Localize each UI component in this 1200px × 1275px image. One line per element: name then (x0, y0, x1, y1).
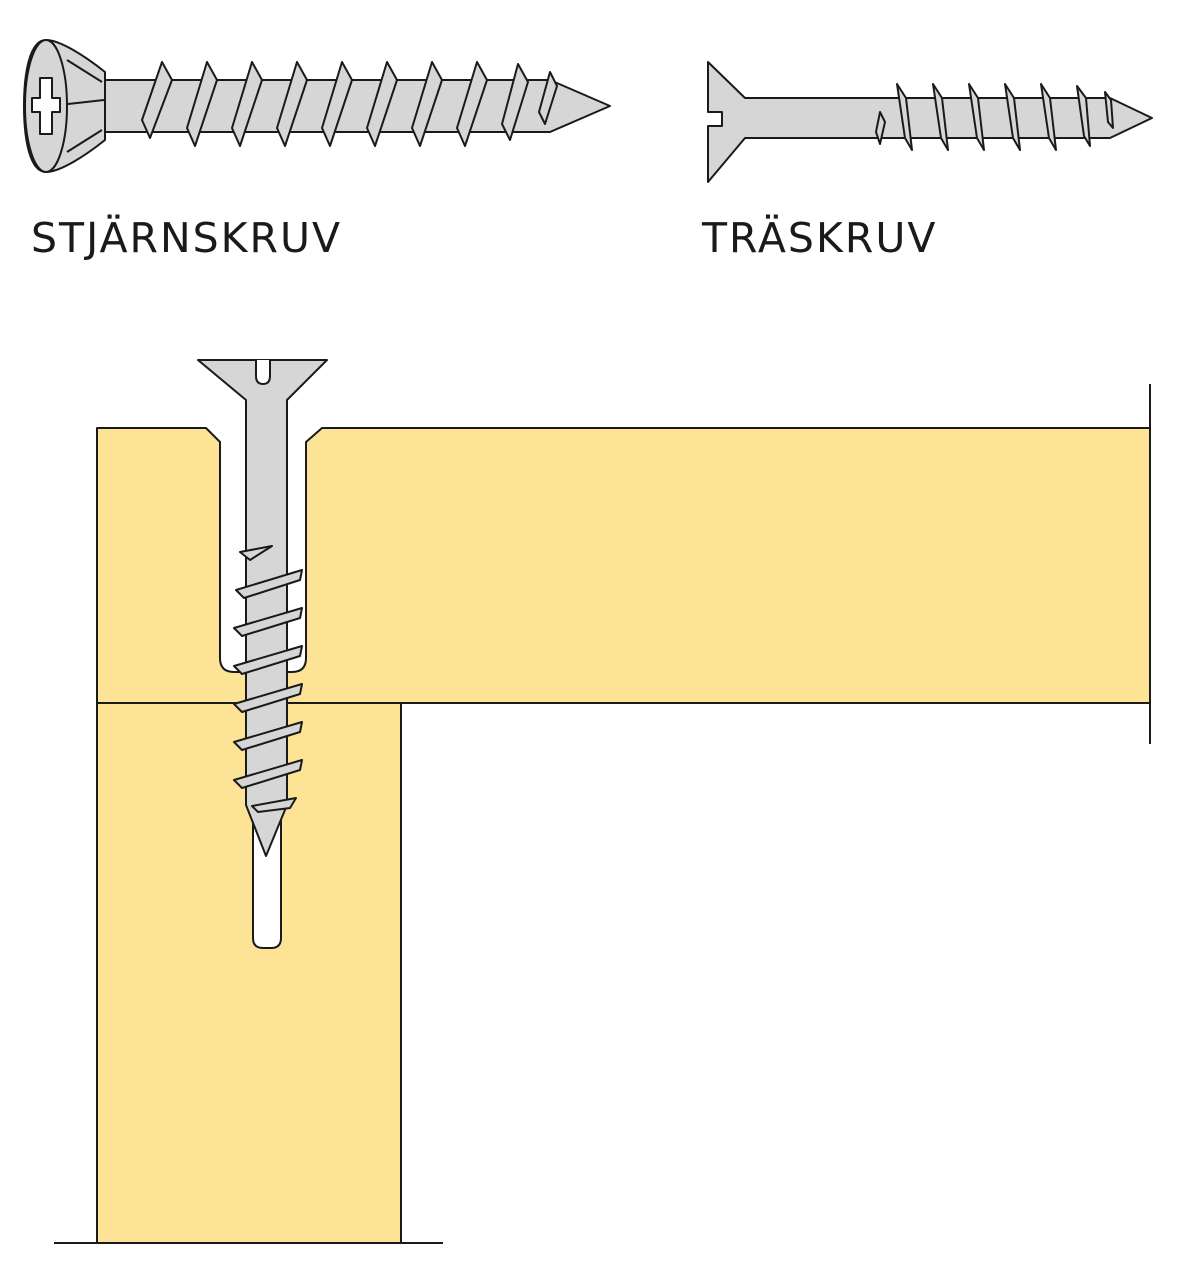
phillips-screw-shank (94, 79, 611, 133)
phillips-screw-illustration (23, 39, 611, 173)
phillips-head-ribs (66, 59, 105, 153)
slotted-wood-screw-illustration (707, 61, 1153, 183)
wood-screw-threads (875, 83, 1114, 151)
installed-screw-threads (233, 545, 303, 813)
horizontal-wood-beam (96, 427, 1151, 704)
installed-screw-body (197, 359, 328, 857)
pilot-hole (252, 810, 282, 949)
phillips-screw-threads (141, 61, 558, 147)
phillips-cross-icon (31, 77, 61, 135)
phillips-screw-label: STJÄRNSKRUV (31, 214, 343, 262)
joint-cross-section (54, 359, 1151, 1244)
installed-screw-slot (255, 360, 271, 385)
wood-screw-label: TRÄSKRUV (702, 214, 938, 262)
installed-wood-screw (197, 359, 328, 857)
